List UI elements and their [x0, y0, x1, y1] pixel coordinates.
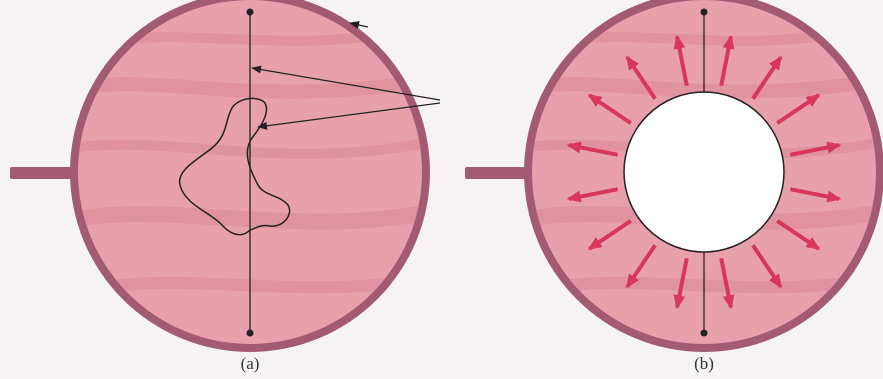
circular-hole: [624, 92, 784, 252]
thread-knot-bottom: [701, 330, 708, 337]
thread-knot-bottom: [247, 330, 254, 337]
frame-handle: [465, 167, 529, 179]
thread-knot-top: [247, 9, 254, 16]
thread-knot-top: [701, 9, 708, 16]
frame-handle: [10, 167, 74, 179]
panel-a: [10, 0, 440, 352]
panel-a-label: (a): [241, 354, 260, 373]
panel-b-label: (b): [694, 354, 714, 373]
panel-b: [465, 0, 883, 352]
